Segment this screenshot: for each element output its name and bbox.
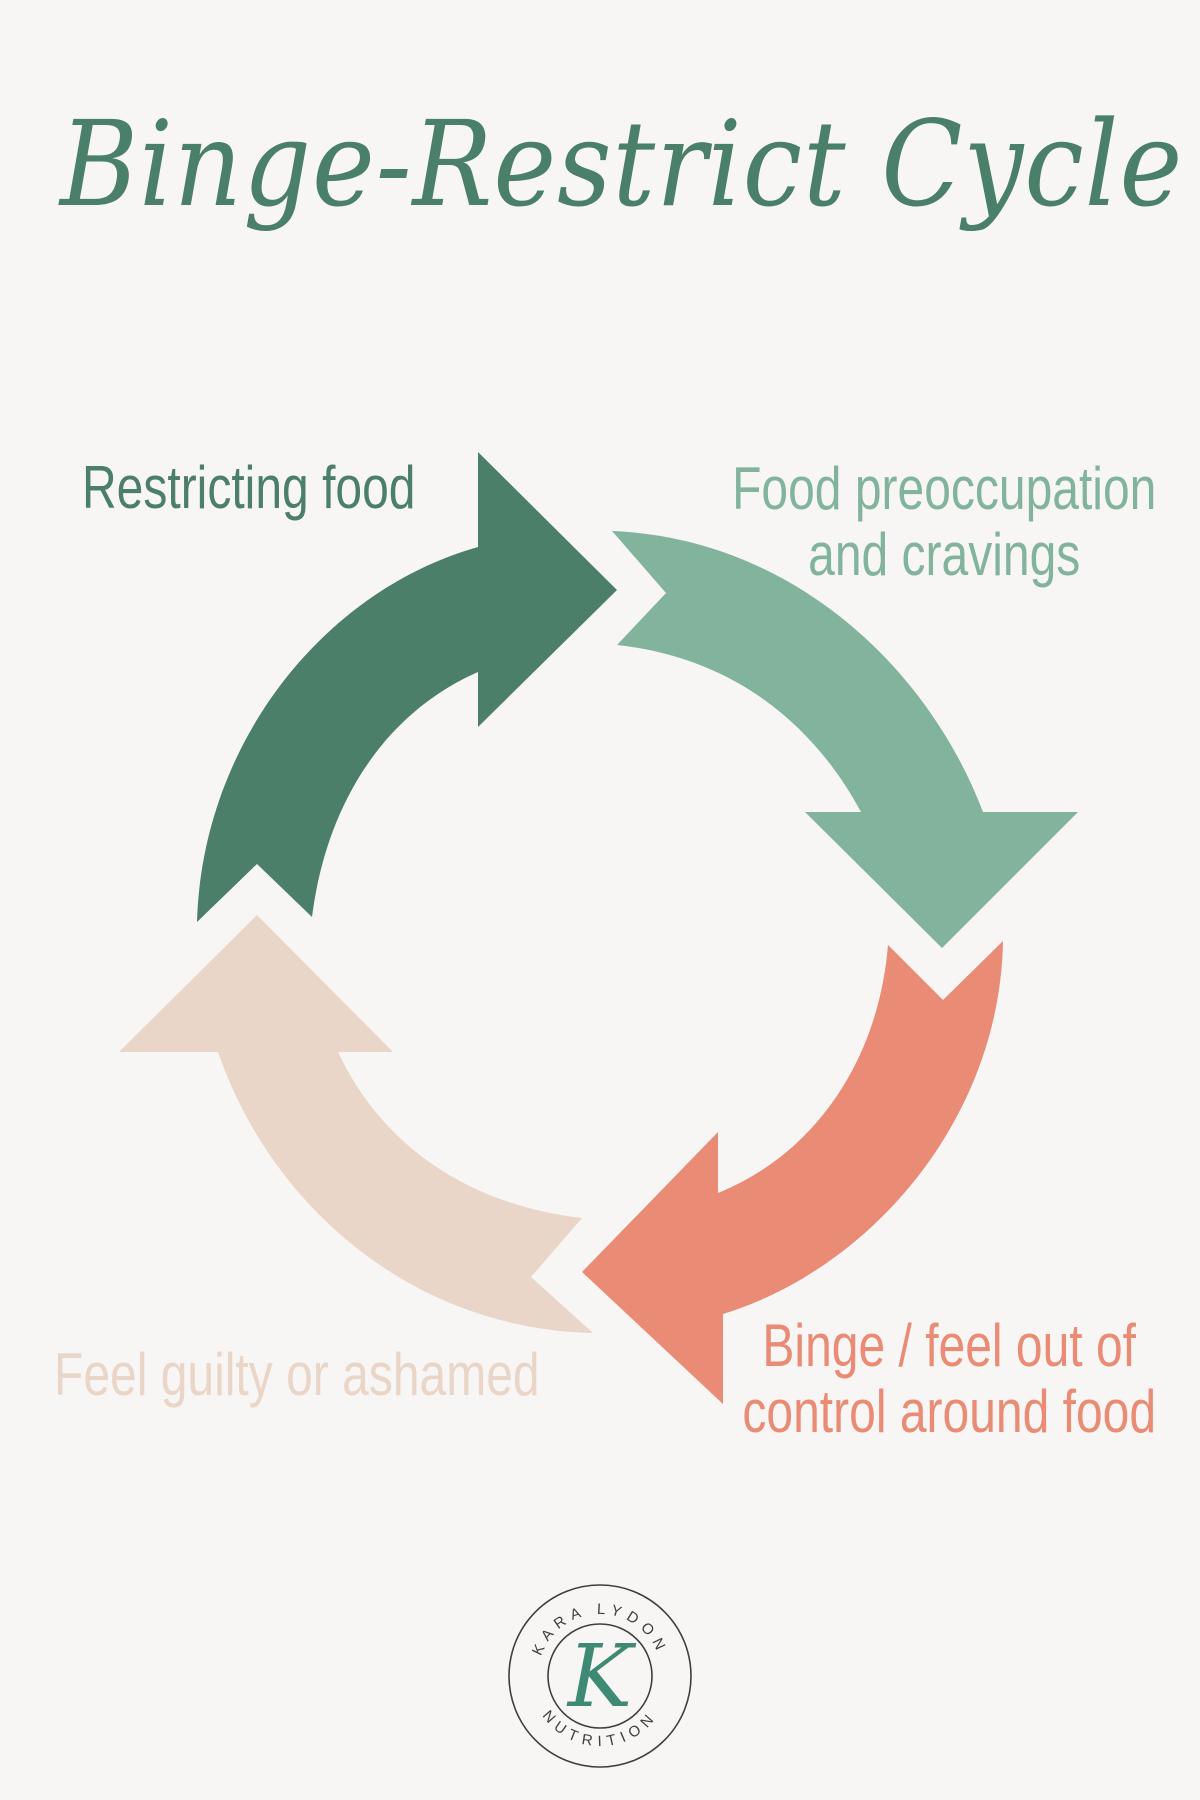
guilt-arrow <box>119 915 593 1333</box>
logo-outer-circle <box>508 1584 692 1768</box>
logo-monogram: K <box>566 1627 637 1727</box>
preoccupation-arrow <box>612 531 1078 948</box>
logo-inner-circle <box>547 1623 653 1729</box>
restricting-arrow <box>197 452 617 922</box>
label-food-preoccupation-line2: and cravings <box>807 521 1080 588</box>
label-restricting-food-text: Restricting food <box>82 454 416 521</box>
label-feel-guilty-text: Feel guilty or ashamed <box>54 1341 540 1408</box>
label-restricting-food: Restricting food <box>82 455 416 521</box>
label-binge-line1: Binge / feel out of <box>762 1312 1136 1379</box>
label-binge-line2: control around food <box>742 1378 1156 1445</box>
binge-arrow <box>582 941 1003 1404</box>
label-binge: Binge / feel out of control around food <box>742 1313 1156 1445</box>
label-feel-guilty: Feel guilty or ashamed <box>54 1342 540 1408</box>
label-food-preoccupation-line1: Food preoccupation <box>731 455 1156 522</box>
page-title: Binge-Restrict Cycle <box>60 95 1184 233</box>
label-food-preoccupation: Food preoccupation and cravings <box>732 456 1156 588</box>
brand-logo: KARA LYDON NUTRITION K <box>508 1584 692 1768</box>
